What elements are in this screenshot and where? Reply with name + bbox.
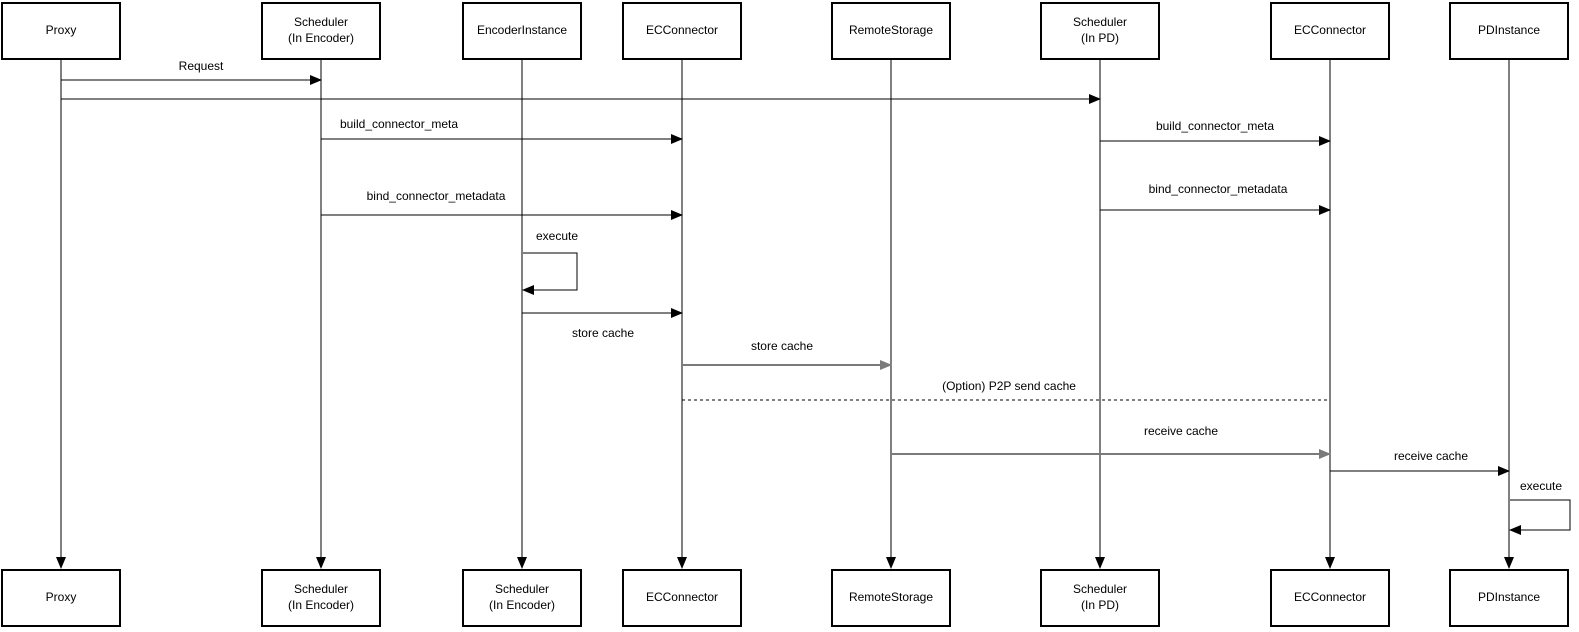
message-label-build-connector-meta-pd: build_connector_meta [1155, 119, 1275, 133]
actor-top-pd-instance: PDInstance [1449, 2, 1569, 60]
actor-bottom-ec-connector: ECConnector [622, 569, 742, 627]
message-label-execute-pd: execute [1519, 479, 1563, 493]
message-label-bind-connector-metadata-encoder: bind_connector_metadata [366, 189, 506, 203]
actor-bottom-remote-storage: RemoteStorage [831, 569, 951, 627]
actor-label: Proxy [45, 23, 77, 38]
actor-label: PDInstance [1477, 23, 1541, 38]
message-execute-encoder [522, 252, 578, 295]
actor-label: ECConnector [645, 23, 719, 38]
message-label-build-connector-meta-encoder: build_connector_meta [339, 117, 459, 131]
message-label-p2p-send-cache: (Option) P2P send cache [942, 379, 1076, 393]
actor-bottom-scheduler-in-encoder: Scheduler (In Encoder) [261, 569, 381, 627]
actor-label: Scheduler (In PD) [1072, 15, 1128, 45]
actor-label: Scheduler (In Encoder) [488, 582, 556, 612]
actor-top-proxy: Proxy [1, 2, 121, 60]
actor-label: ECConnector [645, 590, 719, 605]
actor-top-remote-storage: RemoteStorage [831, 2, 951, 60]
actor-bottom-pd-instance: PDInstance [1449, 569, 1569, 627]
actor-top-scheduler-in-encoder: Scheduler (In Encoder) [261, 2, 381, 60]
message-label-request: Request [178, 59, 224, 73]
message-label-receive-cache-pd: receive cache [1393, 449, 1469, 463]
actor-top-ec-connector-pd: ECConnector [1270, 2, 1390, 60]
actor-label: Scheduler (In Encoder) [287, 15, 355, 45]
actor-label: RemoteStorage [848, 23, 934, 38]
actor-label: ECConnector [1293, 590, 1367, 605]
actor-label: Proxy [45, 590, 77, 605]
actor-label: Scheduler (In Encoder) [287, 582, 355, 612]
actor-label: ECConnector [1293, 23, 1367, 38]
actor-top-encoder-instance: EncoderInstance [462, 2, 582, 60]
actor-label: EncoderInstance [476, 23, 568, 38]
actor-bottom-ec-connector-pd: ECConnector [1270, 569, 1390, 627]
message-label-store-cache-encoder: store cache [571, 326, 635, 340]
actor-label: RemoteStorage [848, 590, 934, 605]
message-label-receive-cache-remote: receive cache [1143, 424, 1219, 438]
message-label-execute-encoder: execute [535, 229, 579, 243]
message-label-store-cache-remote: store cache [750, 339, 814, 353]
actor-bottom-scheduler-in-encoder-2: Scheduler (In Encoder) [462, 569, 582, 627]
message-label-bind-connector-metadata-pd: bind_connector_metadata [1148, 182, 1288, 196]
message-execute-pd [1509, 499, 1571, 535]
actor-bottom-scheduler-in-pd: Scheduler (In PD) [1040, 569, 1160, 627]
actor-bottom-proxy: Proxy [1, 569, 121, 627]
actor-label: Scheduler (In PD) [1072, 582, 1128, 612]
actor-top-ec-connector: ECConnector [622, 2, 742, 60]
actor-label: PDInstance [1477, 590, 1541, 605]
actor-top-scheduler-in-pd: Scheduler (In PD) [1040, 2, 1160, 60]
